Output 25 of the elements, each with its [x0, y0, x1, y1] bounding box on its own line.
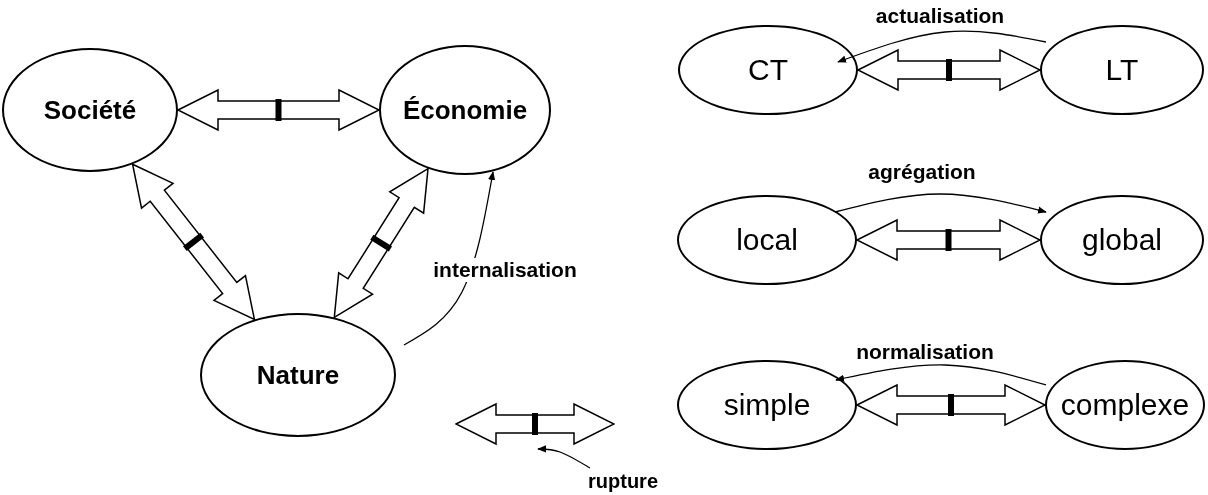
curved-arrow: [537, 445, 591, 469]
node-label: local: [736, 223, 798, 257]
ellipse-node: [2, 48, 178, 172]
node-label: Société: [43, 94, 137, 126]
curved-arrow: [837, 30, 1047, 63]
text-label: rupture: [578, 468, 668, 494]
ellipse-node: [677, 195, 857, 285]
edge-label: internalisation: [431, 258, 579, 282]
curved-arrow: [403, 171, 496, 346]
node-label: CT: [748, 53, 788, 87]
node-label: LT: [1105, 53, 1139, 87]
ellipse-node: [677, 360, 857, 450]
node-label: global: [1081, 223, 1163, 257]
ellipse-node: [1040, 25, 1204, 115]
ellipse-node: [1040, 195, 1204, 285]
ellipse-node: [678, 25, 858, 115]
node-label: Nature: [256, 359, 340, 391]
node-label: Économie: [402, 94, 528, 126]
node-label: simple: [723, 388, 811, 422]
curved-arrow: [835, 364, 1047, 386]
ellipse-node: [1045, 360, 1205, 450]
ellipse-node: [200, 313, 396, 437]
ellipse-node: [379, 45, 551, 175]
node-label: complexe: [1060, 388, 1190, 422]
double-arrow-symbol: [455, 400, 615, 448]
